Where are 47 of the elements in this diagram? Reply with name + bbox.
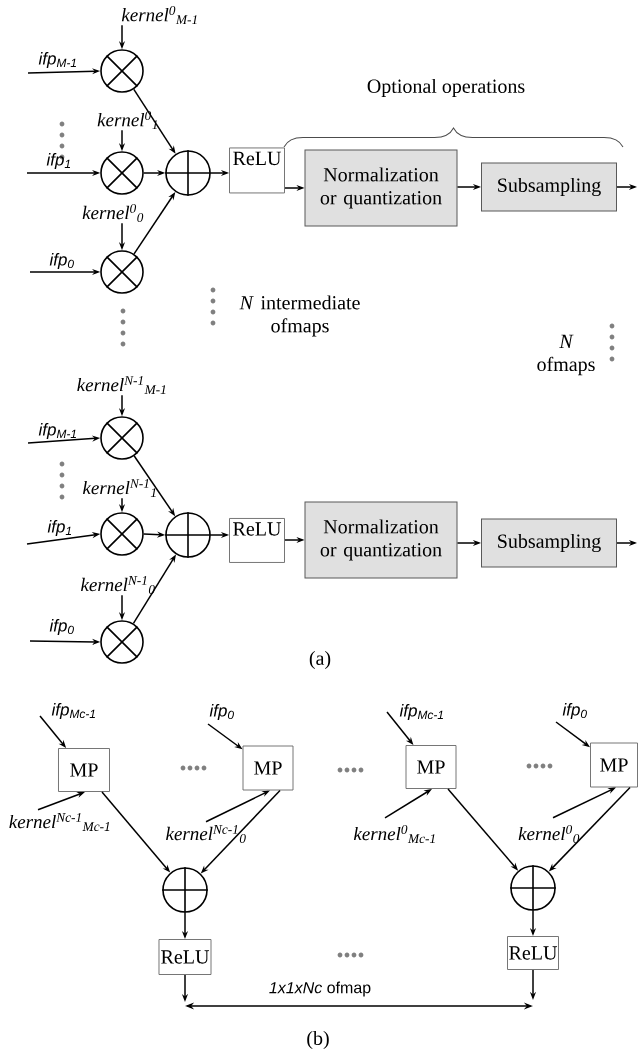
- kernel-label: kernel$^{Nc-1}$0: [166, 824, 246, 844]
- adder-symbol: [161, 866, 209, 914]
- multiplier-symbol: [100, 49, 144, 93]
- panel-label: (b): [307, 1030, 329, 1050]
- kernel-label: kernel$^{0}$1: [97, 111, 157, 129]
- adder-symbol: [509, 864, 557, 912]
- kernel-label: kernel$^{0}$0: [518, 824, 580, 844]
- edge-label: ifp$_{0}$: [49, 619, 74, 635]
- multiplier-symbol: [100, 620, 144, 664]
- edge-label: ifp$_{1}$: [46, 153, 71, 169]
- relu-box: ReLU: [229, 518, 285, 563]
- adder-symbol: [164, 511, 212, 559]
- mp-box: MP: [590, 742, 638, 788]
- process-box: Normalization or quantization: [304, 149, 458, 227]
- process-box: Subsampling: [481, 518, 617, 568]
- kernel-label: kernel$^{0}$0: [82, 203, 144, 223]
- multiplier-symbol: [100, 250, 144, 294]
- kernel-label: kernel$^{Nc-1}$Mc-1: [9, 813, 110, 831]
- kernel-label: kernel$^{N-1}$M-1: [77, 376, 166, 394]
- edge-label: ifp$_{0}$: [49, 253, 74, 269]
- edge-label: ifp$_{0}$: [562, 703, 587, 719]
- mp-box: MP: [242, 745, 294, 791]
- annotation: N intermediate ofmaps: [239, 295, 360, 337]
- edge-label: ifp$_{Mc-1}$: [399, 704, 443, 720]
- mp-box: MP: [58, 748, 110, 792]
- process-box: Subsampling: [481, 162, 617, 212]
- panel-label: (a): [309, 650, 331, 670]
- edge-label: ifp$_{1}$: [47, 520, 72, 536]
- relu-box: ReLU: [507, 936, 559, 970]
- kernel-label: kernel$^{N-1}$1: [83, 479, 156, 497]
- kernel-label: kernel$^{0}$M-1: [121, 6, 197, 24]
- multiplier-symbol: [100, 512, 144, 556]
- adder-symbol: [164, 149, 212, 197]
- edge-label: ifp$_{0}$: [209, 704, 234, 720]
- relu-box: ReLU: [229, 147, 285, 194]
- multiplier-symbol: [100, 151, 144, 195]
- relu-box: ReLU: [158, 939, 212, 975]
- arrow-label: 1x1xNc ofmap: [269, 981, 371, 997]
- edge-label: ifp$_{M-1}$: [38, 423, 76, 439]
- edge-label: ifp$_{M-1}$: [38, 52, 76, 68]
- kernel-label: kernel$^{0}$Mc-1: [353, 824, 435, 844]
- edge-label: ifp$_{Mc-1}$: [51, 703, 95, 719]
- annotation: N ofmaps: [537, 334, 595, 376]
- process-box: Normalization or quantization: [304, 501, 458, 579]
- brace-label: Optional operations: [367, 78, 525, 98]
- multiplier-symbol: [100, 416, 144, 460]
- mp-box: MP: [405, 745, 457, 789]
